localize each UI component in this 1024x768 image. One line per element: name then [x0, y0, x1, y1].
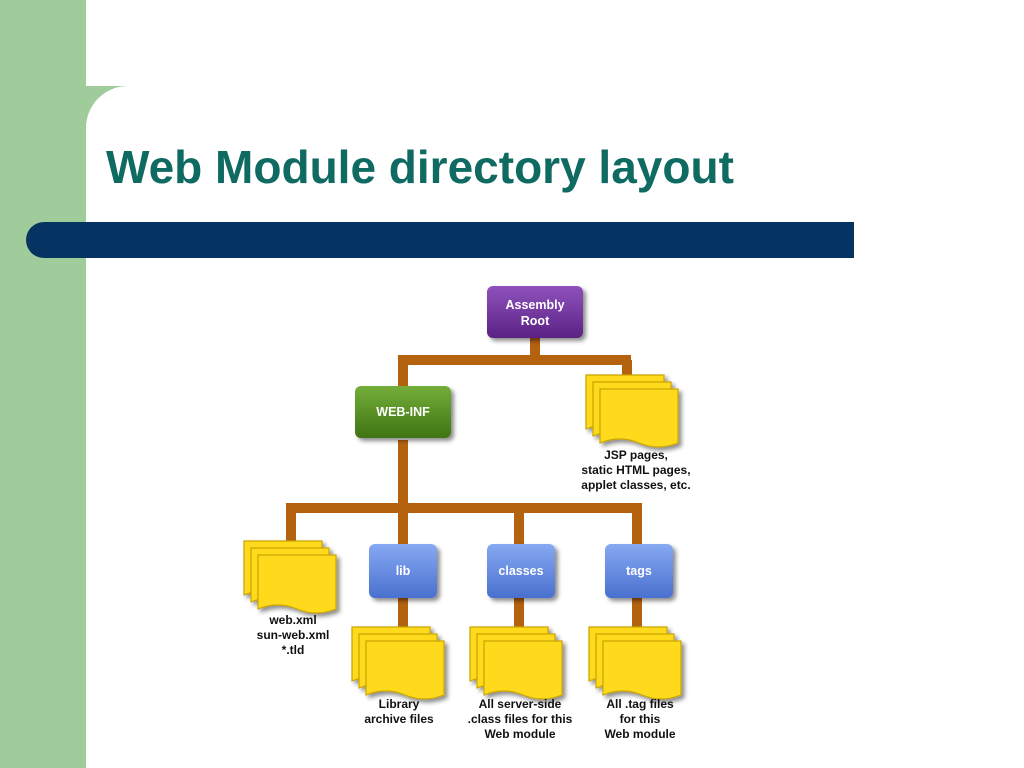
- caption-webxml-line-1: web.xml: [268, 613, 316, 627]
- caption-library: Library archive files: [364, 697, 434, 726]
- slide-title: Web Module directory layout: [106, 141, 734, 193]
- caption-library-line-2: archive files: [364, 712, 434, 726]
- file-stack-jsp-icon: [585, 374, 679, 448]
- web-inf-label: WEB-INF: [376, 405, 430, 419]
- file-stack-webxml-icon: [243, 540, 337, 614]
- assembly-root-label-2: Root: [521, 314, 550, 328]
- title-underline-bar: [26, 222, 854, 258]
- lib-label: lib: [396, 564, 411, 578]
- caption-web-xml: web.xml sun-web.xml *.tld: [257, 613, 330, 657]
- assembly-root-node: Assembly Root: [487, 286, 583, 338]
- caption-tag-files: All .tag files for this Web module: [604, 697, 675, 741]
- classes-node: classes: [487, 544, 555, 598]
- caption-tags-line-2: for this: [620, 712, 661, 726]
- tags-node: tags: [605, 544, 673, 598]
- caption-webxml-line-3: *.tld: [282, 643, 305, 657]
- web-inf-node: WEB-INF: [355, 386, 451, 438]
- caption-jsp-line-1: JSP pages,: [604, 448, 668, 462]
- classes-label: classes: [498, 564, 543, 578]
- caption-server-line-2: .class files for this: [468, 712, 573, 726]
- caption-jsp-pages: JSP pages, static HTML pages, applet cla…: [581, 448, 690, 492]
- file-stack-library-icon: [351, 626, 445, 700]
- lib-node: lib: [369, 544, 437, 598]
- file-stack-classes-icon: [469, 626, 563, 700]
- assembly-root-label-1: Assembly: [505, 298, 564, 312]
- caption-library-line-1: Library: [379, 697, 420, 711]
- caption-server-line-3: Web module: [484, 727, 555, 741]
- caption-tags-line-3: Web module: [604, 727, 675, 741]
- caption-jsp-line-2: static HTML pages,: [581, 463, 690, 477]
- caption-server-line-1: All server-side: [479, 697, 562, 711]
- caption-server-side: All server-side .class files for this We…: [468, 697, 573, 741]
- tags-label: tags: [626, 564, 652, 578]
- caption-tags-line-1: All .tag files: [606, 697, 674, 711]
- caption-jsp-line-3: applet classes, etc.: [581, 478, 690, 492]
- top-white-area: [86, 0, 1024, 86]
- file-stack-tags-icon: [588, 626, 682, 700]
- connector-lines: [286, 337, 642, 629]
- caption-webxml-line-2: sun-web.xml: [257, 628, 330, 642]
